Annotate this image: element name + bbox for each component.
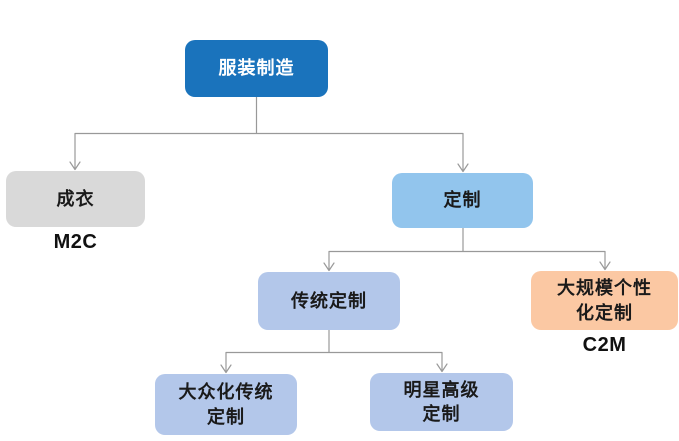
node-popular-traditional-custom-label: 大众化传统 定制 [178, 382, 274, 427]
arrowhead-to-mass-personalized [599, 261, 611, 271]
edge-custom-children [328, 227, 606, 271]
arrowhead-to-celebrity-haute [436, 363, 448, 373]
caption-c2m: C2M [582, 334, 627, 356]
node-mass-personalized-custom: 大规模个性 化定制 [531, 271, 678, 330]
arrowhead-to-custom [457, 163, 469, 173]
node-custom: 定制 [392, 173, 533, 228]
node-ready-to-wear-label: 成衣 [56, 188, 95, 209]
node-celebrity-haute-custom: 明星高级 定制 [370, 373, 513, 431]
node-ready-to-wear: 成衣 [6, 171, 145, 227]
node-garment-manufacturing-label: 服装制造 [218, 58, 295, 79]
node-traditional-custom-label: 传统定制 [291, 290, 367, 311]
caption-m2c: M2C [53, 231, 98, 253]
node-custom-label: 定制 [443, 190, 482, 211]
node-popular-traditional-custom: 大众化传统 定制 [155, 374, 297, 435]
node-traditional-custom: 传统定制 [258, 272, 400, 330]
edge-root-children [74, 96, 464, 172]
arrowhead-to-popular-traditional [220, 364, 232, 374]
node-garment-manufacturing: 服装制造 [185, 40, 328, 97]
arrowhead-to-ready-to-wear [69, 161, 81, 171]
arrowhead-to-traditional-custom [323, 262, 335, 272]
node-mass-personalized-custom-label: 大规模个性 化定制 [557, 278, 652, 323]
node-celebrity-haute-custom-label: 明星高级 定制 [403, 379, 480, 424]
edge-traditional-children [225, 329, 443, 373]
